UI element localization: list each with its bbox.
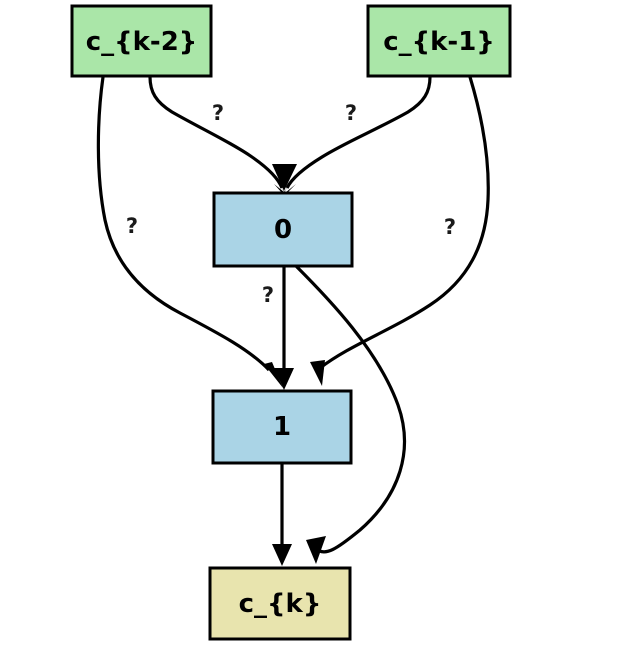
node-c_km1[interactable]: c_{k-1} xyxy=(366,4,512,78)
edge-label-c_km1-n0: ? xyxy=(345,101,357,125)
edge-c_km1-to-n1 xyxy=(310,76,490,386)
edge-arrowhead-c_km2-n1 xyxy=(264,362,283,388)
edge-c_km1-to-n0 xyxy=(278,76,432,194)
edge-path-c_km1-n1 xyxy=(319,76,490,370)
node-rect-0[interactable] xyxy=(212,191,354,268)
node-label-c_k: c_{k} xyxy=(239,589,322,619)
edge-arrowhead-n1-c_k xyxy=(272,544,292,566)
edge-path-n0-c_k xyxy=(294,264,406,554)
edge-c_km2-to-n0 xyxy=(148,76,291,194)
edges-layer xyxy=(96,76,490,566)
edge-arrowhead-into-n0 xyxy=(272,164,297,191)
node-1[interactable]: 1 xyxy=(211,389,353,465)
edge-path-c_km1-n0 xyxy=(285,76,432,189)
edge-arrowhead-n0-c_k xyxy=(306,536,326,564)
edge-n0-to-c_k xyxy=(294,264,406,564)
edge-arrowhead-n0-n1 xyxy=(274,368,294,390)
edge-path-c_km2-n1 xyxy=(96,76,271,372)
node-rect-c_km1[interactable] xyxy=(366,4,512,78)
edge-label-n0-n1: ? xyxy=(262,283,274,307)
node-c_km2[interactable]: c_{k-2} xyxy=(70,4,213,78)
node-rect-c_k[interactable] xyxy=(208,566,352,641)
node-0[interactable]: 0 xyxy=(212,191,354,268)
nodes-layer: c_{k-2} c_{k-1} 0 1 c_{k} xyxy=(70,4,512,641)
edge-n0-to-n1 xyxy=(274,266,294,390)
edge-arrowhead-c_km1-n1 xyxy=(310,360,325,386)
node-c_k[interactable]: c_{k} xyxy=(208,566,352,641)
node-label-c_km2: c_{k-2} xyxy=(86,27,198,57)
edge-labels-layer: ? ? ? ? ? xyxy=(126,101,456,307)
node-label-c_km1: c_{k-1} xyxy=(383,27,495,57)
edge-label-c_km2-n1: ? xyxy=(126,214,138,238)
edge-c_km2-to-n1 xyxy=(96,76,283,388)
node-label-1: 1 xyxy=(273,412,291,442)
node-label-0: 0 xyxy=(274,215,292,245)
node-rect-1[interactable] xyxy=(211,389,353,465)
edge-label-c_km2-n0: ? xyxy=(212,101,224,125)
edge-n1-to-c_k xyxy=(272,463,292,566)
edge-label-c_km1-n1: ? xyxy=(444,215,456,239)
node-rect-c_km2[interactable] xyxy=(70,4,213,78)
edge-path-c_km2-n0 xyxy=(148,76,284,189)
